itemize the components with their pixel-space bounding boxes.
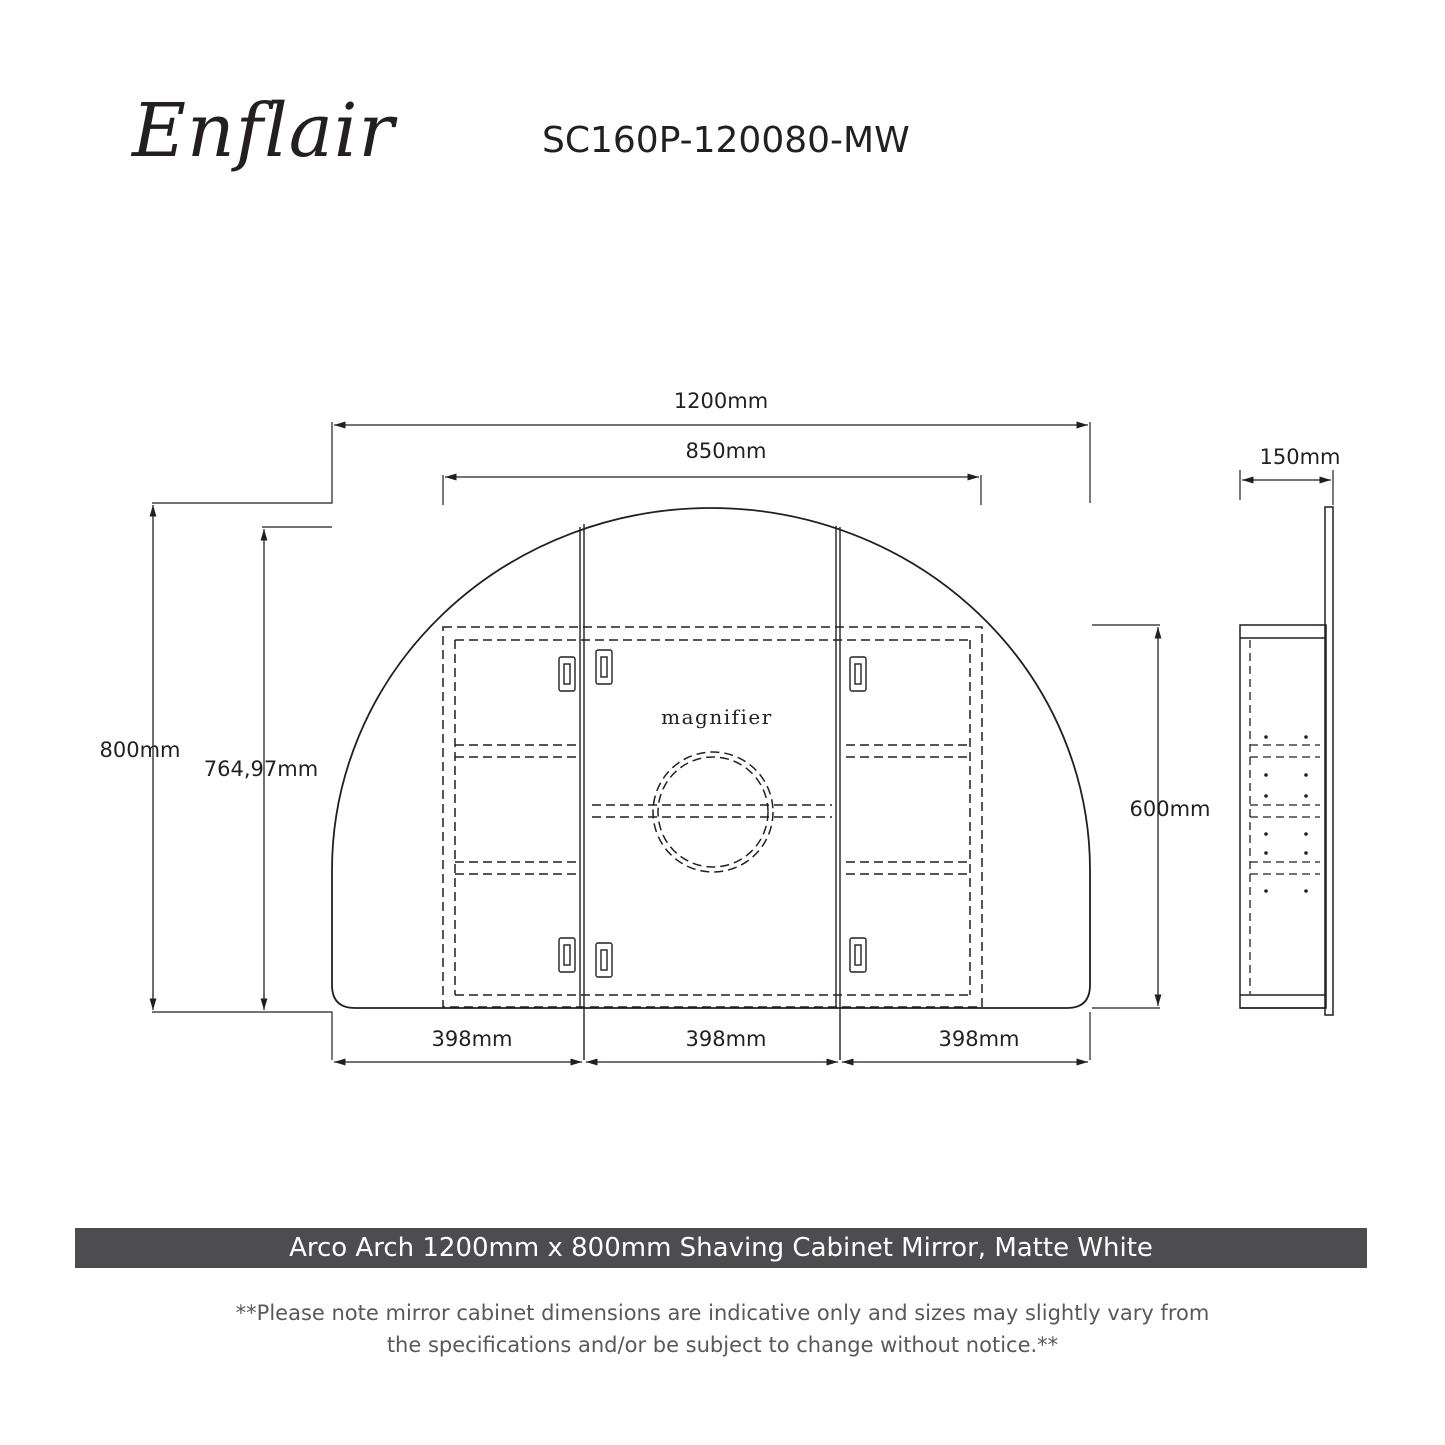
disclaimer-note: **Please note mirror cabinet dimensions … [150, 1297, 1295, 1361]
front-view [149, 421, 1162, 1066]
disclaimer-line-1: **Please note mirror cabinet dimensions … [235, 1301, 1210, 1325]
label-magnifier: magnifier [661, 705, 773, 729]
label-door-width-center: 398mm [686, 1027, 767, 1051]
hinge-top-left [558, 649, 613, 692]
label-depth: 150mm [1260, 445, 1341, 469]
label-door-height: 764,97mm [204, 757, 318, 781]
label-overall-height: 800mm [100, 738, 181, 762]
product-title: Arco Arch 1200mm x 800mm Shaving Cabinet… [289, 1233, 1153, 1263]
label-cabinet-height: 600mm [1130, 797, 1211, 821]
product-title-banner: Arco Arch 1200mm x 800mm Shaving Cabinet… [75, 1228, 1367, 1268]
label-door-width-right: 398mm [939, 1027, 1020, 1051]
hinge-top-right [849, 656, 867, 692]
hinge-bottom-left [558, 937, 613, 978]
side-view [1239, 470, 1334, 1016]
hinge-bottom-right [849, 937, 867, 973]
disclaimer-line-2: the specifications and/or be subject to … [386, 1333, 1059, 1357]
label-shelf-width: 850mm [686, 439, 767, 463]
model-code: SC160P-120080-MW [542, 120, 910, 161]
brand-logo: Enflair [132, 88, 395, 174]
label-door-width-left: 398mm [432, 1027, 513, 1051]
arch-outline [331, 507, 1091, 1009]
label-overall-width: 1200mm [674, 389, 768, 413]
magnifier-circle [652, 751, 774, 873]
